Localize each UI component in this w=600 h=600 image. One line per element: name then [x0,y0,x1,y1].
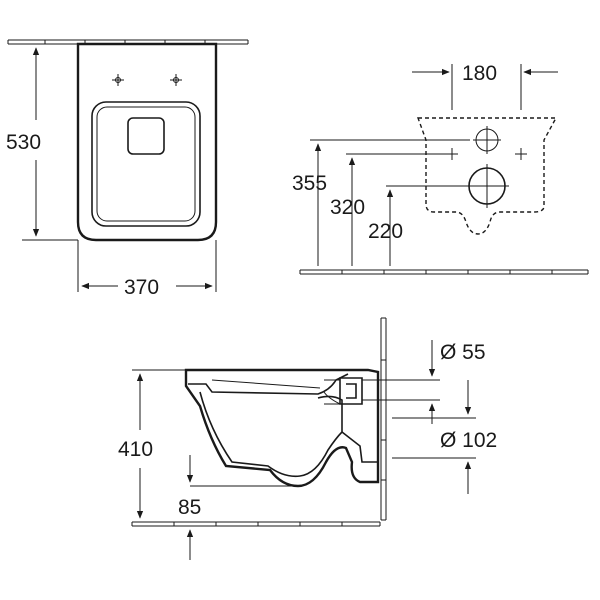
flush-opening [127,117,165,155]
width-370-label: 370 [124,276,159,299]
bowl-rim [188,373,349,395]
inlet-flange [323,379,341,405]
fixing-hole-left [112,74,124,86]
seat-outer [91,101,201,227]
fixing-hole-right [170,74,182,86]
dimension-outlet-85: 85 [178,455,298,560]
dimension-height-220: 220 [368,185,470,266]
dimension-outlet-diameter-102: Ø 102 [392,380,497,494]
height-220-label: 220 [368,220,403,243]
waste-outlet-circle [465,164,509,208]
bolt-spacing-180-label: 180 [462,62,497,85]
wall-strip-floor-right [299,269,589,275]
wall-strip-vertical [380,317,387,521]
dimension-height-320: 320 [330,153,446,266]
height-355-label: 355 [292,172,327,195]
water-inlet-circle [473,126,501,154]
side-view: 410 85 Ø 55 Ø 102 [118,317,497,560]
bolt-mark-right [515,148,527,160]
dimension-bolt-spacing-180: 180 [412,62,558,110]
rim-line [211,379,321,389]
inlet-connector [339,377,363,405]
height-320-label: 320 [330,196,365,219]
front-view: 530 370 [6,39,249,299]
bowl-outline [76,42,218,242]
wall-strip-floor-left [131,521,381,527]
height-410-label: 410 [118,438,153,461]
bolt-mark-left [446,148,458,160]
mount-outline [417,117,558,235]
dimension-height-530: 530 [6,43,78,241]
outlet-height-85-label: 85 [178,496,201,519]
dimension-height-355: 355 [292,139,470,266]
height-530-label: 530 [6,131,41,154]
dimension-inlet-diameter-55: Ø 55 [362,340,486,424]
bowl-profile-outer [184,368,380,488]
outlet-pipe [341,431,378,463]
outlet-diameter-102-label: Ø 102 [440,429,497,452]
rear-mount-view: 180 355 320 220 [292,62,589,275]
bowl-profile-inner [199,391,343,478]
seat-inner [96,106,196,222]
inlet-diameter-55-label: Ø 55 [440,341,486,364]
dimension-width-370: 370 [77,240,217,299]
dimension-height-410: 410 [118,369,186,519]
